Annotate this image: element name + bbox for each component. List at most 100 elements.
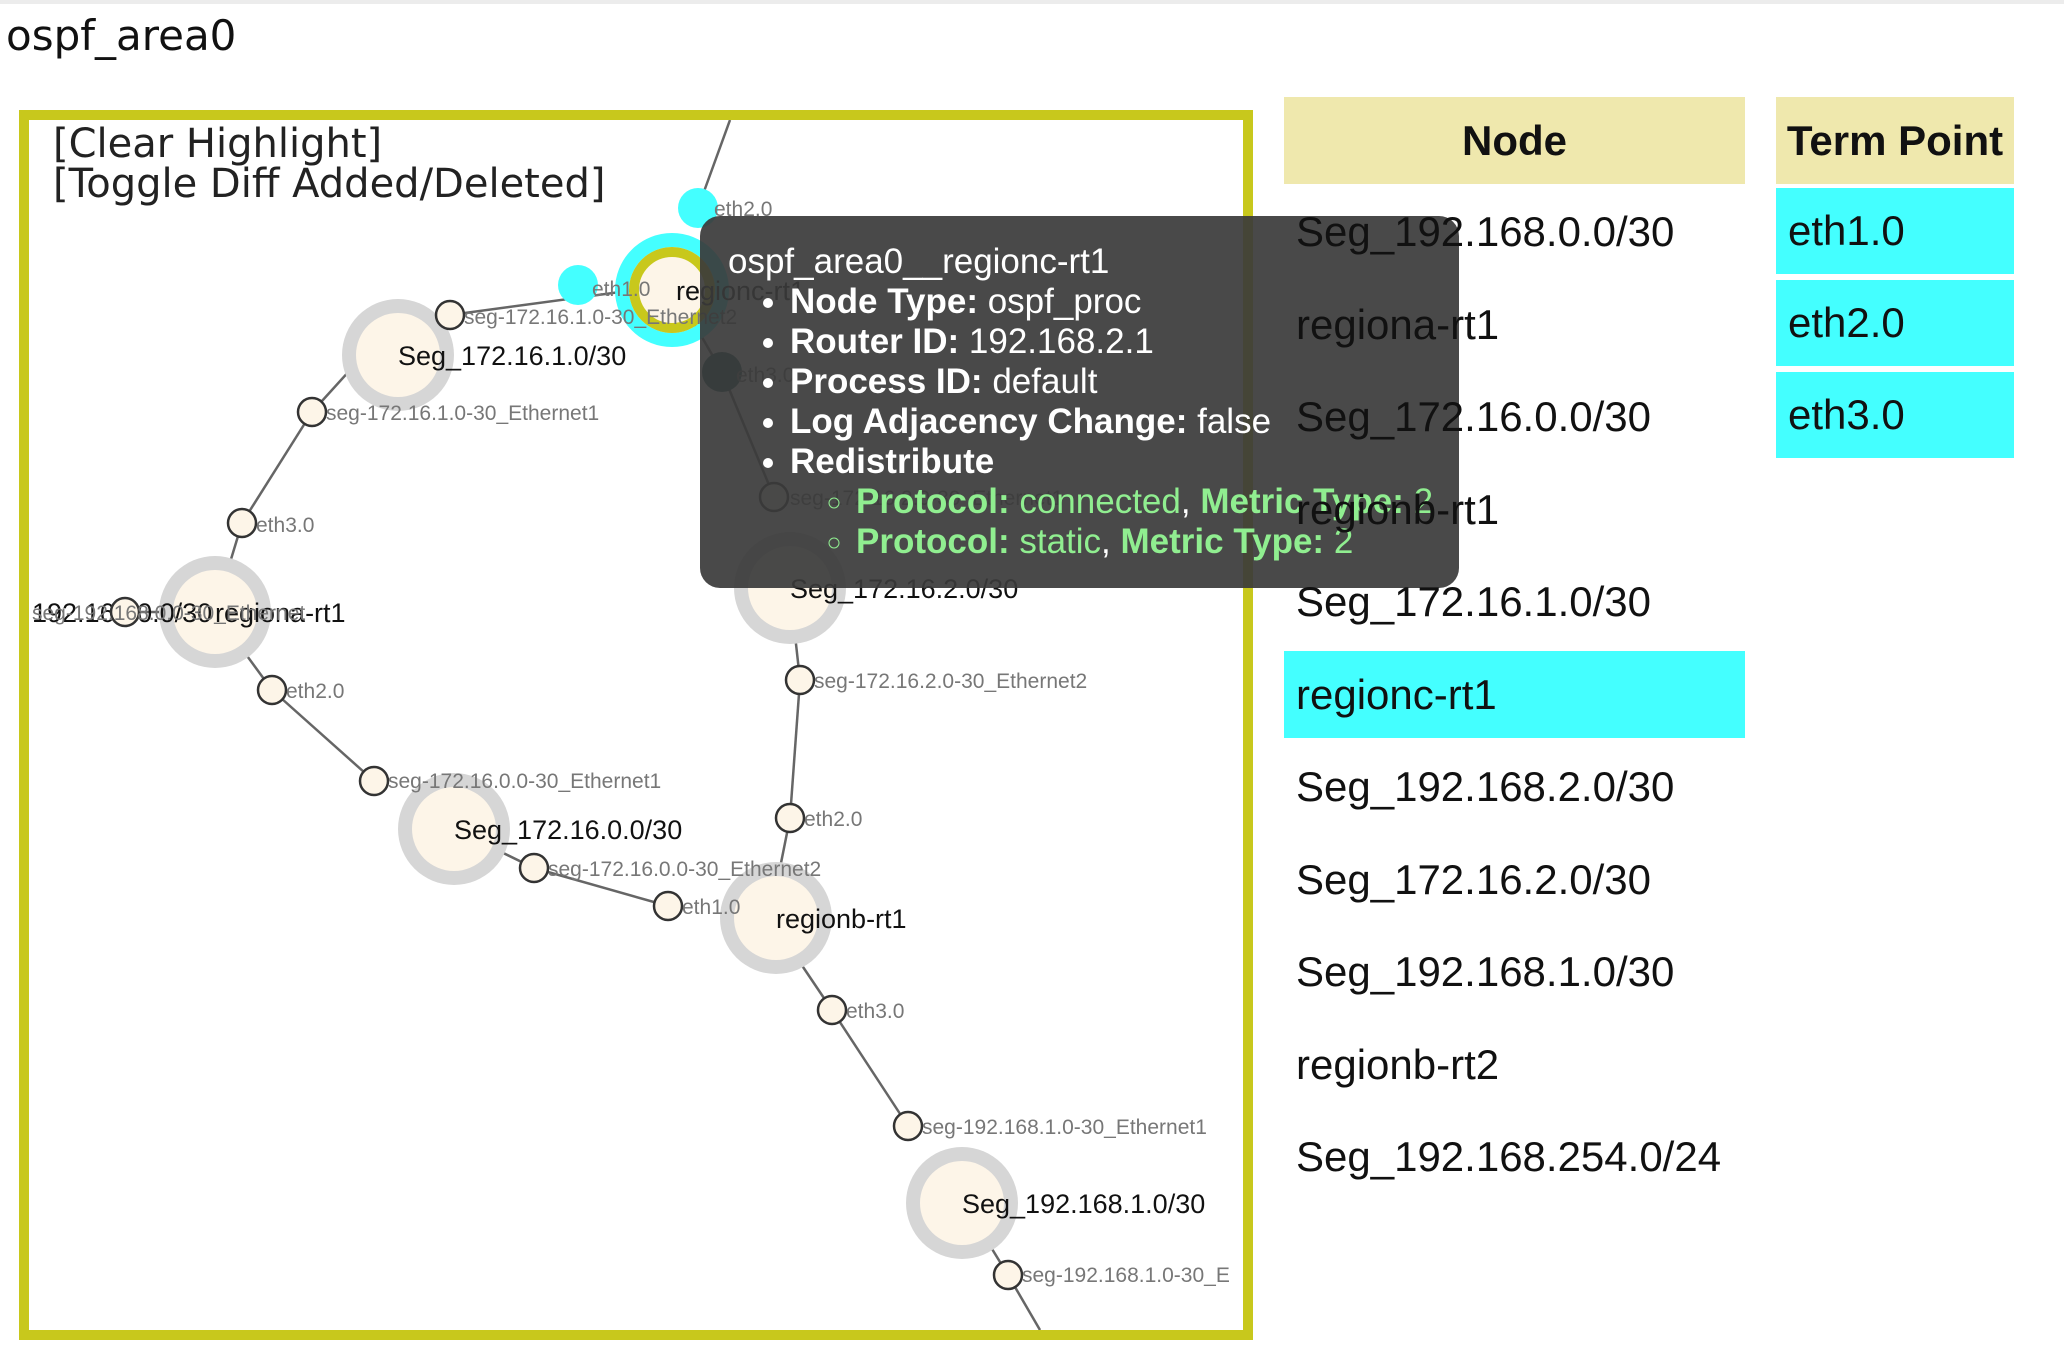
graph-node-label: regionb-rt1 — [776, 904, 907, 934]
link — [830, 1009, 910, 1127]
node-row[interactable]: regionb-rt1 — [1296, 485, 1500, 533]
graph-node-seg1721610[interactable]: Seg_172.16.1.0/30 — [342, 299, 626, 411]
node-row[interactable]: Seg_192.168.0.0/30 — [1296, 208, 1675, 255]
graph-term-point[interactable]: eth1.0 — [652, 890, 740, 922]
separator: , — [1180, 482, 1191, 521]
graph-term-point[interactable]: eth1.0 — [558, 265, 650, 305]
topology-svg[interactable]: regionc-rt1Seg_172.16.1.0/30regiona-rt11… — [19, 110, 1253, 1340]
link — [271, 689, 375, 782]
graph-term-point[interactable]: eth2.0 — [256, 674, 344, 706]
separator: , — [1101, 522, 1111, 561]
protocol-key: Protocol: — [856, 522, 1010, 561]
tooltip-attributes: Node Type: ospf_proc Router ID: 192.168.… — [728, 282, 1435, 562]
graph-node-regionb[interactable]: regionb-rt1 — [720, 862, 907, 974]
graph-node-label: Seg_192.168.1.0/30 — [962, 1189, 1205, 1219]
page-title: ospf_area0 — [6, 11, 237, 60]
protocol-value: connected — [1019, 482, 1181, 521]
node-tooltip: ospf_area0__regionc-rt1 Node Type: ospf_… — [700, 216, 1459, 588]
link — [533, 866, 669, 908]
attr-key: Node Type: — [790, 282, 978, 321]
graph-term-point[interactable]: eth3.0 — [226, 507, 314, 539]
graph-term-point[interactable]: seg-192.168.0.0-30_Ethernet — [32, 596, 305, 628]
graph-node-seg19216810[interactable]: Seg_192.168.1.0/30 — [906, 1147, 1205, 1259]
tooltip-title: ospf_area0__regionc-rt1 — [728, 242, 1110, 281]
toggle-diff-link[interactable]: [Toggle Diff Added/Deleted] — [53, 161, 606, 207]
graph-controls: [Clear Highlight] [Toggle Diff Added/Del… — [53, 124, 605, 204]
graph-term-point-label: eth1.0 — [682, 896, 740, 919]
term-point-table: Term Point eth1.0 eth2.0 eth3.0 — [1776, 97, 2014, 464]
graph-term-point[interactable]: eth2.0 — [774, 802, 862, 834]
attr-key: Log Adjacency Change: — [790, 402, 1188, 441]
graph-term-points[interactable]: eth2.0 eth1.0 eth3.0 seg-172.16.1.0-30_Ethe… — [32, 188, 1230, 1291]
graph-term-point-label: seg-172.16.1.0-30_Ethernet1 — [326, 402, 599, 425]
graph-node-label: regiona-rt1 — [215, 598, 346, 628]
attr-value: false — [1197, 402, 1272, 441]
graph-term-point[interactable]: seg-172.16.0.0-30_Ethernet1 — [358, 765, 661, 797]
term-point-row[interactable]: eth3.0 — [1776, 372, 2014, 458]
redistribute-list: Protocol: connected, Metric Type: 2 Prot… — [790, 482, 1435, 562]
redistribute-item: Protocol: static, Metric Type: 2 — [856, 522, 1435, 562]
graph-node-label: Seg_172.16.1.0/30 — [398, 341, 626, 371]
tooltip-attr: Redistribute Protocol: connected, Metric… — [790, 442, 1435, 562]
graph-term-point-label: eth1.0 — [592, 278, 650, 301]
node-row[interactable]: regionc-rt1 — [1284, 650, 1745, 738]
node-row[interactable]: Seg_172.16.2.0/30 — [1296, 855, 1651, 903]
metric-value: 2 — [1413, 482, 1434, 521]
metric-value: 2 — [1333, 522, 1354, 561]
graph-term-point-label: seg-192.168.1.0-30_E — [1022, 1264, 1230, 1287]
protocol-key: Protocol: — [856, 482, 1010, 521]
graph-term-point-label: seg-192.168.0.0-30_Ethernet — [32, 602, 305, 625]
graph-term-point-label: seg-172.16.1.0-30_Ethernet2 — [464, 306, 737, 329]
graph-term-point[interactable]: eth2.0 — [678, 188, 772, 228]
graph-term-point[interactable]: seg-172.16.0.0-30_Ethernet2 — [518, 852, 821, 884]
link — [240, 411, 314, 524]
node-row[interactable]: regiona-rt1 — [1296, 300, 1500, 348]
graph-term-point[interactable]: seg-192.168.1.0-30_Ethernet1 — [892, 1110, 1207, 1142]
graph-term-point-label: eth3.0 — [846, 1000, 904, 1023]
metric-key: Metric Type: — [1200, 482, 1404, 521]
attr-value: 192.168.2.1 — [968, 322, 1154, 361]
graph-term-point[interactable]: seg-172.16.1.0-30_Ethernet1 — [296, 396, 599, 428]
tooltip-attr: Node Type: ospf_proc — [790, 282, 1435, 322]
redistribute-label: Redistribute — [790, 442, 995, 481]
graph-term-point[interactable]: eth3.0 — [816, 994, 904, 1026]
node-row[interactable]: regionb-rt2 — [1296, 1040, 1500, 1088]
node-row[interactable]: Seg_172.16.1.0/30 — [1296, 578, 1651, 625]
link — [788, 679, 802, 819]
node-table-header: Node — [1284, 97, 1745, 184]
attr-value: default — [992, 362, 1098, 401]
graph-node-seg1721600[interactable]: Seg_172.16.0.0/30 — [398, 773, 682, 885]
top-bar — [0, 0, 2064, 4]
term-point-row[interactable]: eth2.0 — [1776, 280, 2014, 366]
graph-term-point-label: seg-172.16.0.0-30_Ethernet2 — [548, 858, 821, 881]
metric-key: Metric Type: — [1120, 522, 1325, 561]
graph-node-label: Seg_172.16.0.0/30 — [454, 815, 682, 845]
graph-term-point[interactable]: seg-172.16.2.0-30_Ethernet2 — [784, 664, 1087, 696]
attr-key: Process ID: — [790, 362, 983, 401]
tooltip-attr: Process ID: default — [790, 362, 1435, 402]
node-row[interactable]: Seg_192.168.1.0/30 — [1296, 948, 1675, 995]
graph-term-point[interactable]: seg-192.168.1.0-30_E — [992, 1259, 1230, 1291]
graph-node-regiona[interactable]: regiona-rt1 — [159, 556, 346, 668]
protocol-value: static — [1019, 522, 1102, 561]
graph-term-point-label: eth2.0 — [804, 808, 862, 831]
graph-term-point-label: eth2.0 — [286, 680, 344, 703]
graph-term-point-label: eth3.0 — [256, 514, 314, 537]
tooltip-attr: Log Adjacency Change: false — [790, 402, 1435, 442]
node-row[interactable]: Seg_192.168.2.0/30 — [1296, 763, 1675, 810]
node-row[interactable]: Seg_192.168.254.0/24 — [1296, 1133, 1722, 1180]
graph-term-point-label: seg-172.16.0.0-30_Ethernet1 — [388, 770, 661, 793]
graph-term-point-label: seg-192.168.1.0-30_Ethernet1 — [922, 1116, 1207, 1139]
node-row[interactable]: Seg_172.16.0.0/30 — [1296, 393, 1651, 440]
term-point-table-header: Term Point — [1776, 97, 2014, 184]
term-point-row[interactable]: eth1.0 — [1776, 188, 2014, 274]
node-table: Node Seg_192.168.0.0/30 regiona-rt1 Seg_… — [1284, 97, 1745, 1206]
redistribute-item: Protocol: connected, Metric Type: 2 — [856, 482, 1435, 522]
clear-highlight-link[interactable]: [Clear Highlight] — [53, 121, 383, 167]
tooltip-attr: Router ID: 192.168.2.1 — [790, 322, 1435, 362]
graph-term-point-label: eth2.0 — [714, 198, 772, 221]
graph-term-point[interactable]: seg-172.16.1.0-30_Ethernet2 — [434, 299, 737, 331]
attr-key: Router ID: — [790, 322, 960, 361]
attr-value: ospf_proc — [987, 282, 1142, 321]
graph-term-point-label: seg-172.16.2.0-30_Ethernet2 — [814, 670, 1087, 693]
